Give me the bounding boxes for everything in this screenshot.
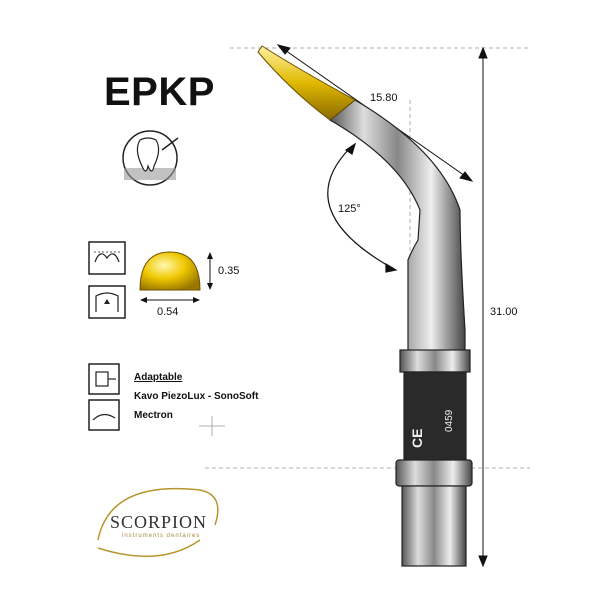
svg-text:0459: 0459	[444, 409, 455, 432]
ball-height-label: 0.35	[218, 265, 240, 277]
brand-logo-text: SCORPION	[110, 512, 208, 532]
compat-heading: Adaptable	[134, 372, 183, 383]
svg-text:CE: CE	[409, 429, 425, 448]
compat-line-2: Mectron	[134, 410, 173, 421]
product-code: EPKP	[104, 70, 215, 114]
ball-tip-profile	[139, 251, 213, 303]
compat-line-1: Kavo PiezoLux - SonoSoft	[134, 391, 259, 402]
tip-length-label: 15.80	[370, 92, 398, 104]
ce-marking: CE 0459	[409, 409, 455, 448]
gum-pocket-icon	[88, 241, 126, 275]
threaded-insert-icon	[88, 363, 120, 395]
total-length-label: 31.00	[490, 306, 518, 318]
ball-width-label: 0.54	[157, 306, 179, 318]
tooth-cross-section-icon	[122, 130, 179, 186]
tooth-cavity-icon	[88, 285, 126, 319]
handpiece-probe-icon	[88, 399, 225, 436]
gold-tip	[257, 45, 356, 121]
total-length-dimension	[478, 46, 488, 568]
tip-shank	[328, 99, 473, 567]
brand-swoosh	[97, 487, 219, 558]
angle-arc	[327, 142, 398, 273]
brand-tagline: instruments dentaires	[122, 533, 201, 539]
angle-label: 125°	[338, 203, 361, 215]
